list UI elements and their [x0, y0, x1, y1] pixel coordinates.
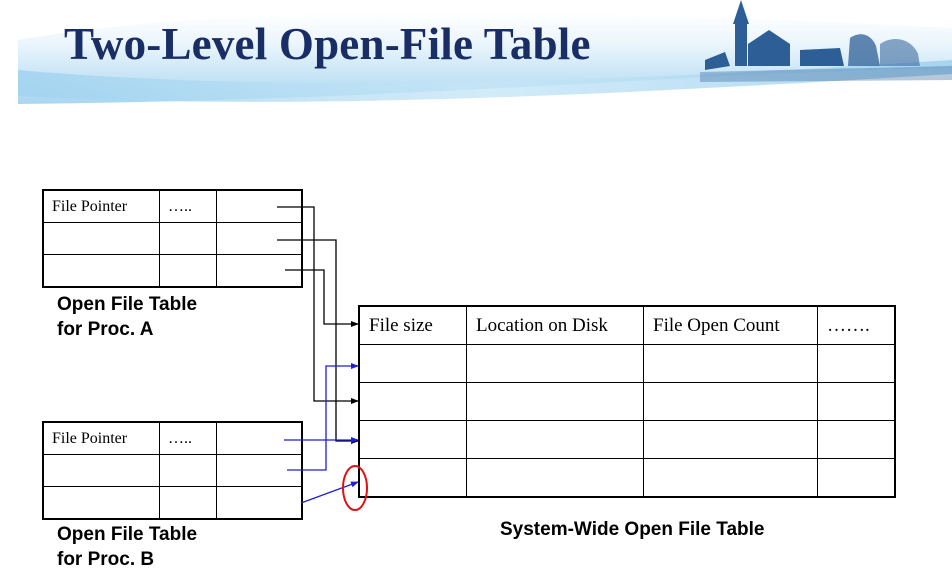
location-on-disk-header: Location on Disk — [466, 305, 644, 345]
table-row: File Pointer ….. — [42, 421, 303, 455]
proc-b-caption: Open File Table for Proc. B — [57, 522, 197, 572]
pointer-cell — [216, 421, 303, 455]
table-row — [358, 420, 896, 459]
village-silhouette-icon — [700, 0, 952, 82]
file-size-header: File size — [358, 305, 467, 345]
proc-b-open-file-table: File Pointer ….. — [42, 421, 303, 520]
table-row — [42, 454, 303, 487]
table-row — [358, 458, 896, 498]
ellipsis-header: ….. — [159, 189, 217, 223]
system-table-caption: System-Wide Open File Table — [500, 519, 765, 540]
slide-title: Two-Level Open-File Table — [64, 19, 591, 69]
proc-a-caption-line2: for Proc. A — [57, 319, 154, 340]
proc-a-open-file-table: File Pointer ….. — [42, 189, 303, 288]
ellipsis-header: ….. — [159, 421, 217, 455]
file-pointer-header: File Pointer — [42, 421, 160, 455]
table-row — [42, 486, 303, 520]
proc-b-link-3 — [300, 481, 359, 504]
ellipsis-header: ……. — [817, 305, 896, 345]
table-row — [42, 254, 303, 288]
table-row: File Pointer ….. — [42, 189, 303, 223]
table-row: File size Location on Disk File Open Cou… — [358, 305, 896, 345]
proc-a-caption-line1: Open File Table — [57, 294, 198, 315]
file-pointer-header: File Pointer — [42, 189, 160, 223]
proc-b-caption-line2: for Proc. B — [57, 549, 155, 570]
proc-b-caption-line1: Open File Table — [57, 524, 198, 545]
table-row — [358, 344, 896, 383]
pointer-cell — [216, 189, 303, 223]
proc-a-caption: Open File Table for Proc. A — [57, 292, 197, 342]
table-row — [358, 382, 896, 421]
system-wide-open-file-table: File size Location on Disk File Open Cou… — [358, 305, 896, 498]
title-banner — [0, 0, 952, 110]
file-open-count-header: File Open Count — [643, 305, 818, 345]
table-row — [42, 222, 303, 255]
